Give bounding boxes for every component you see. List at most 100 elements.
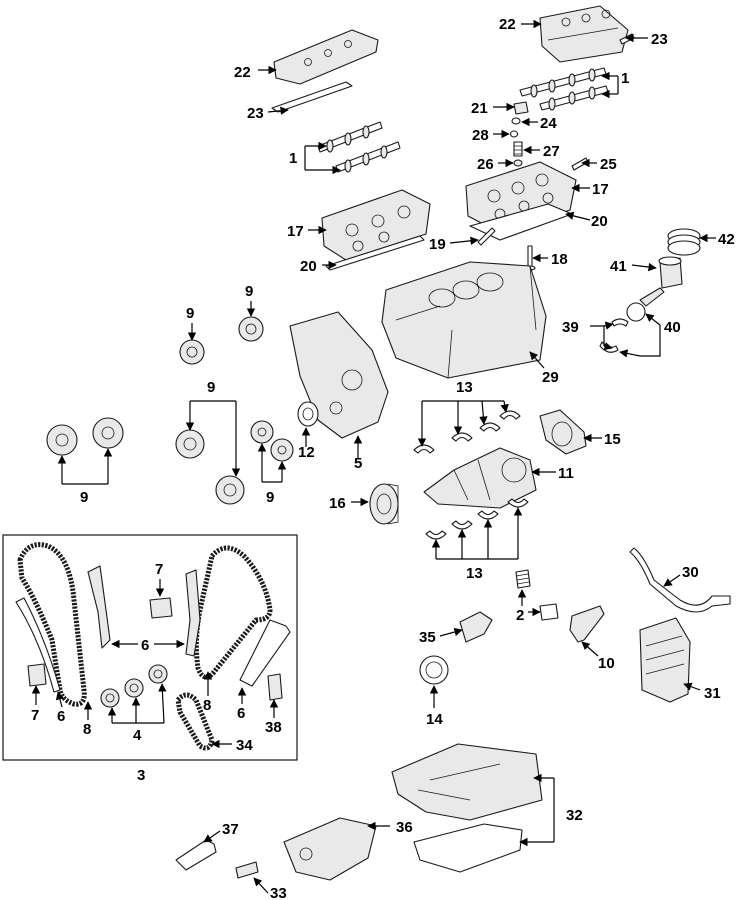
tensioner-38 <box>267 673 283 701</box>
callout-35: 35 <box>419 629 436 646</box>
connecting-rod <box>626 287 665 322</box>
callout-13-lower: 13 <box>466 565 483 582</box>
cylinder-head-left <box>321 189 431 261</box>
piston-rings <box>667 228 701 256</box>
sprocket-3 <box>148 664 168 684</box>
callout-1-left: 1 <box>289 150 297 167</box>
front-crank-seal <box>297 401 319 427</box>
spring-upper <box>515 569 531 589</box>
camshaft-right-upper <box>519 67 607 98</box>
piston <box>658 256 683 289</box>
gasket-37 <box>175 839 217 871</box>
callout-22-left: 22 <box>234 64 251 81</box>
oil-pan-upper <box>391 743 543 821</box>
cam-phaser-6 <box>215 475 245 505</box>
sprocket-2 <box>124 678 144 698</box>
callout-40: 40 <box>664 319 681 336</box>
callout-7-center: 7 <box>155 561 163 578</box>
sensor-33 <box>235 861 259 879</box>
valve-seal <box>513 159 523 167</box>
crankshaft <box>423 447 537 509</box>
callout-24: 24 <box>540 115 557 132</box>
callout-23-left: 23 <box>247 105 264 122</box>
callout-34: 34 <box>236 737 253 754</box>
callout-30: 30 <box>682 564 699 581</box>
callout-1-right: 1 <box>621 70 629 87</box>
spring-lower <box>539 603 559 621</box>
rear-main-seal <box>539 409 587 455</box>
callout-6-center: 6 <box>141 637 149 654</box>
callout-33: 33 <box>270 885 287 900</box>
callout-37: 37 <box>222 821 239 838</box>
callout-29: 29 <box>542 369 559 386</box>
callout-15: 15 <box>604 431 621 448</box>
main-bearings-upper <box>413 410 521 454</box>
callout-9-b: 9 <box>245 283 253 300</box>
callout-11: 11 <box>558 465 574 482</box>
callout-12: 12 <box>298 444 315 461</box>
callout-23-right: 23 <box>651 31 668 48</box>
cam-phaser-8 <box>270 438 294 462</box>
callout-17-right: 17 <box>592 181 609 198</box>
camshaft-right-lower <box>539 85 609 111</box>
engine-block <box>381 261 547 379</box>
camshaft-left-lower <box>335 141 401 173</box>
valve-spring <box>513 141 523 157</box>
rod-bearing-upper <box>611 318 629 327</box>
callout-10: 10 <box>598 655 615 672</box>
callout-16: 16 <box>329 495 346 512</box>
sprocket-1 <box>100 688 120 708</box>
callout-8-left: 8 <box>83 721 91 738</box>
chain-tensioner-7-center <box>149 597 173 619</box>
cam-phaser-1 <box>179 339 205 365</box>
valve-keeper <box>509 130 519 138</box>
callout-9-d: 9 <box>80 489 88 506</box>
chain-guide-8a <box>87 565 111 649</box>
callout-38: 38 <box>265 719 282 736</box>
callout-32: 32 <box>566 807 583 824</box>
callout-27: 27 <box>543 143 560 160</box>
oil-filter-adapter <box>459 611 493 643</box>
harmonic-balancer <box>369 483 399 525</box>
oil-cooler <box>639 617 691 703</box>
callout-6-left: 6 <box>57 708 65 725</box>
callout-5: 5 <box>354 455 362 472</box>
cam-phaser-7 <box>250 420 274 444</box>
timing-chain-group-box <box>2 534 298 761</box>
valve-19 <box>477 227 496 246</box>
callout-4: 4 <box>133 727 142 744</box>
callout-42: 42 <box>718 231 735 248</box>
chain-guide-right <box>239 619 291 687</box>
camshaft-left-upper <box>317 121 383 153</box>
callout-6-right: 6 <box>237 705 245 722</box>
callout-19: 19 <box>429 236 446 253</box>
valve-cover-gasket-left <box>271 81 353 113</box>
cam-phaser-4 <box>92 417 124 449</box>
spark-plug-tube <box>571 157 589 171</box>
callout-36: 36 <box>396 819 413 836</box>
callout-9-a: 9 <box>186 305 194 322</box>
callout-31: 31 <box>704 685 721 702</box>
timing-chain-left <box>17 542 87 707</box>
timing-chain-34 <box>175 692 215 751</box>
dipstick-tube <box>629 547 731 613</box>
callout-20-left: 20 <box>300 258 317 275</box>
seal-14 <box>419 655 449 685</box>
lash-adjuster-24 <box>511 117 521 125</box>
cam-phaser-2 <box>238 316 264 342</box>
callout-21: 21 <box>471 100 488 117</box>
callout-13-upper: 13 <box>456 379 473 396</box>
oil-pressure-sensor-10 <box>569 605 605 643</box>
timing-chain-right <box>193 545 273 680</box>
callout-28: 28 <box>472 127 489 144</box>
callout-2: 2 <box>516 607 524 624</box>
oil-pan-lower <box>413 823 523 873</box>
valve-cover-right <box>539 5 629 63</box>
oil-pump <box>283 817 377 881</box>
main-bearings-lower <box>425 498 529 540</box>
cam-phaser-3 <box>46 424 78 456</box>
chain-tensioner-7-left <box>27 663 47 687</box>
chain-guide-left <box>15 597 61 693</box>
callout-22-right: 22 <box>499 16 516 33</box>
